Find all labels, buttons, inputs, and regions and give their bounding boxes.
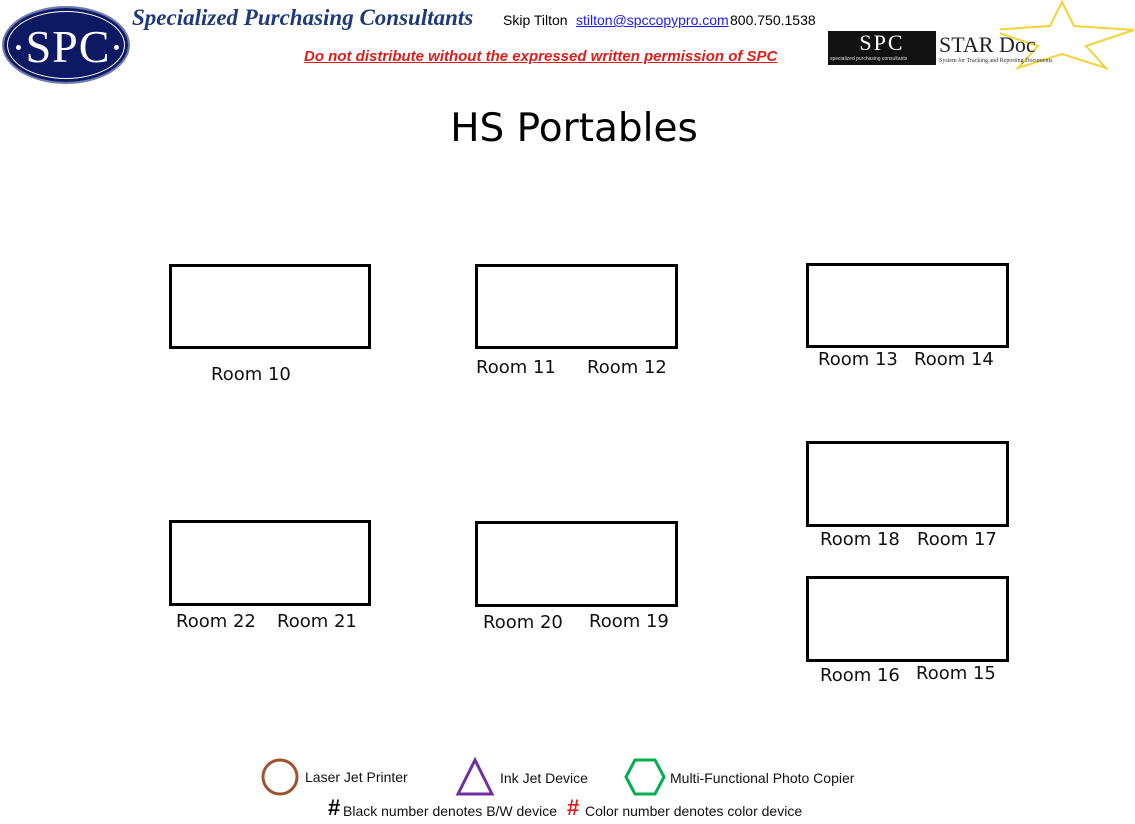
room-label-15: Room 15 bbox=[916, 663, 996, 684]
portable-room-13-14 bbox=[806, 263, 1009, 348]
portable-room-11-12 bbox=[475, 264, 678, 349]
contact-phone: 800.750.1538 bbox=[730, 12, 816, 28]
stardoc-subtitle: System for Tracking and Reporting Docume… bbox=[939, 58, 1053, 64]
spc-logo: SPC bbox=[2, 6, 130, 84]
inkjet-triangle-icon bbox=[455, 756, 495, 796]
portable-room-20-19 bbox=[475, 521, 678, 607]
room-label-12: Room 12 bbox=[587, 357, 667, 378]
page-title: HS Portables bbox=[450, 106, 698, 151]
stardoc-spc-text: SPC bbox=[859, 30, 905, 55]
room-label-16: Room 16 bbox=[820, 665, 900, 686]
laser-printer-circle-icon bbox=[261, 758, 299, 796]
room-label-13: Room 13 bbox=[818, 349, 898, 370]
legend-bw-label: Black number denotes B/W device bbox=[343, 803, 557, 819]
room-label-14: Room 14 bbox=[914, 349, 994, 370]
contact-email-link[interactable]: stilton@spccopypro.com bbox=[576, 12, 729, 28]
stardoc-logo-box bbox=[828, 31, 936, 65]
stardoc-spc-subtitle: specialized purchasing consultants bbox=[830, 56, 908, 62]
red-hash-icon: # bbox=[567, 795, 580, 820]
legend-laser-label: Laser Jet Printer bbox=[305, 769, 408, 785]
room-label-17: Room 17 bbox=[917, 529, 997, 550]
logo-dot-right bbox=[114, 45, 119, 50]
legend-mfp-label: Multi-Functional Photo Copier bbox=[670, 770, 855, 786]
room-label-11: Room 11 bbox=[476, 357, 556, 378]
room-label-20: Room 20 bbox=[483, 612, 563, 633]
star-icon bbox=[1000, 0, 1135, 70]
contact-name: Skip Tilton bbox=[503, 12, 568, 28]
portable-room-10 bbox=[169, 264, 371, 349]
black-hash-icon: # bbox=[328, 795, 341, 820]
legend-color-label: Color number denotes color device bbox=[585, 803, 803, 819]
legend-inkjet-label: Ink Jet Device bbox=[500, 770, 588, 786]
company-name: Specialized Purchasing Consultants bbox=[132, 5, 474, 30]
logo-dot-left bbox=[16, 45, 21, 50]
portable-room-22-21 bbox=[169, 520, 371, 606]
room-label-22: Room 22 bbox=[176, 611, 256, 632]
room-label-19: Room 19 bbox=[589, 611, 669, 632]
spc-logo-text: SPC bbox=[25, 21, 111, 72]
stardoc-name: STAR Doc bbox=[939, 32, 1036, 57]
mfp-hexagon-icon bbox=[624, 758, 666, 796]
portable-room-18-17 bbox=[806, 441, 1009, 527]
portable-room-16-15 bbox=[806, 576, 1009, 662]
room-label-10: Room 10 bbox=[211, 364, 291, 385]
room-label-18: Room 18 bbox=[820, 529, 900, 550]
distribution-notice: Do not distribute without the expressed … bbox=[304, 48, 778, 65]
room-label-21: Room 21 bbox=[277, 611, 357, 632]
